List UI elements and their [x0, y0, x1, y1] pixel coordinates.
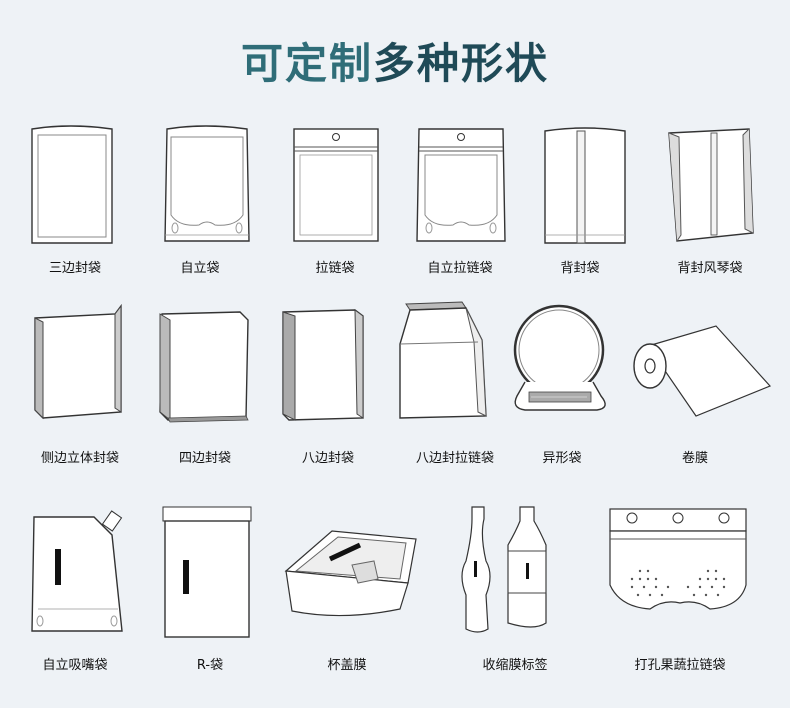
item-eight-side-seal-bag[interactable]: 八边封袋	[263, 300, 393, 470]
item-label: 异形袋	[542, 451, 582, 466]
item-label: 八边封袋	[301, 451, 354, 466]
item-r-bag[interactable]: R-袋	[145, 505, 275, 675]
item-special-shaped-bag[interactable]: 异形袋	[497, 300, 627, 470]
item-spout-pouch[interactable]: 自立吸嘴袋	[10, 505, 140, 675]
cup-lid-film-icon	[284, 530, 417, 617]
item-cup-lid-film[interactable]: 杯盖膜	[282, 505, 417, 675]
three-side-seal-bag-icon	[31, 125, 113, 244]
item-label: 侧边立体封袋	[40, 451, 119, 466]
side-gusset-bag-icon	[34, 303, 122, 420]
spout-pouch-icon	[31, 510, 123, 632]
item-label: 打孔果蔬拉链袋	[634, 658, 726, 673]
zipper-bag-icon	[293, 128, 379, 242]
item-four-side-seal-bag[interactable]: 四边封袋	[140, 300, 270, 470]
item-back-seal-gusset-bag[interactable]: 背封风琴袋	[645, 115, 775, 285]
item-label: 自立袋	[180, 261, 220, 276]
roll-film-icon	[633, 325, 772, 417]
item-label: 收缩膜标签	[482, 658, 548, 673]
four-side-seal-bag-icon	[159, 311, 249, 423]
item-shrink-sleeve-label[interactable]: 收缩膜标签	[450, 505, 580, 675]
item-perforated-produce-zipper-bag[interactable]: 打孔果蔬拉链袋	[600, 505, 747, 675]
item-label: 杯盖膜	[327, 658, 367, 673]
item-label: 背封风琴袋	[677, 261, 743, 276]
item-back-seal-bag[interactable]: 背封袋	[515, 115, 645, 285]
eight-side-seal-bag-icon	[282, 308, 364, 421]
special-shaped-bag-icon	[513, 304, 606, 411]
item-roll-film[interactable]: 卷膜	[630, 300, 772, 470]
back-seal-bag-icon	[544, 127, 626, 244]
item-label: R-袋	[196, 658, 224, 673]
item-label: 四边封袋	[178, 451, 231, 466]
item-label: 自立吸嘴袋	[42, 658, 108, 673]
perforated-produce-zipper-bag-icon	[609, 508, 747, 610]
item-label: 自立拉链袋	[427, 261, 493, 276]
eight-side-zipper-bag-icon	[399, 301, 487, 419]
item-label: 八边封拉链袋	[415, 451, 494, 466]
item-label: 背封袋	[560, 261, 600, 276]
item-zipper-bag[interactable]: 拉链袋	[270, 115, 400, 285]
stand-up-zipper-pouch-icon	[416, 128, 506, 242]
r-bag-icon	[162, 506, 252, 638]
stand-up-pouch-icon	[164, 125, 250, 242]
item-label: 卷膜	[681, 451, 708, 466]
item-three-side-seal-bag[interactable]: 三边封袋	[10, 115, 140, 285]
item-stand-up-pouch[interactable]: 自立袋	[135, 115, 265, 285]
item-label: 拉链袋	[315, 261, 355, 276]
item-side-gusset-bag[interactable]: 侧边立体封袋	[15, 300, 145, 470]
item-eight-side-zipper-bag[interactable]: 八边封拉链袋	[390, 300, 520, 470]
shrink-sleeve-label-icon	[461, 506, 547, 633]
back-seal-gusset-bag-icon	[668, 128, 754, 242]
item-stand-up-zipper-pouch[interactable]: 自立拉链袋	[395, 115, 525, 285]
item-label: 三边封袋	[48, 261, 101, 276]
page-title: 可定制多种形状	[240, 39, 550, 88]
